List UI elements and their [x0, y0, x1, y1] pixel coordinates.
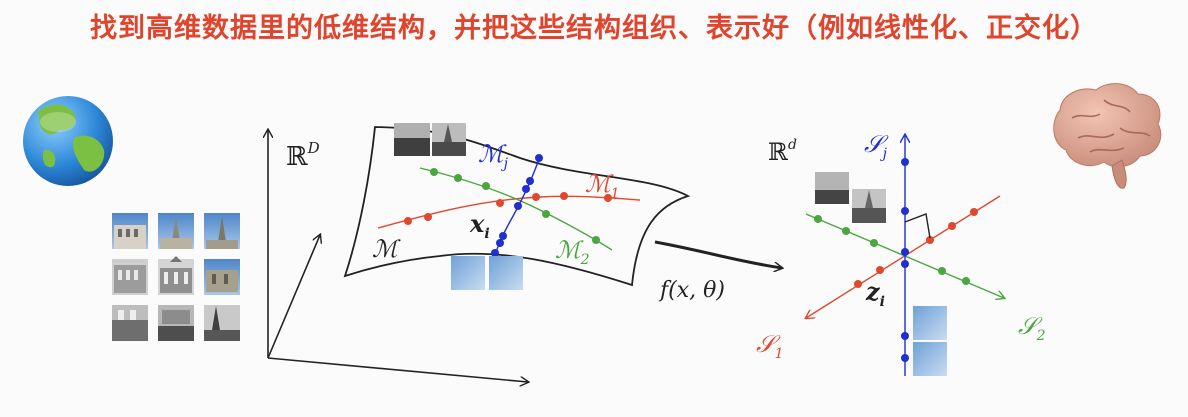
subspace-s1-point	[876, 266, 884, 274]
point-x-label: xi	[469, 209, 490, 242]
curve-m1-point	[496, 199, 504, 207]
thumbnail	[158, 256, 194, 295]
thumbnail	[204, 305, 240, 341]
mapping-arrow	[655, 242, 782, 268]
curve-m1-point	[424, 213, 432, 221]
manifold-thumbnails-top	[394, 123, 466, 156]
curve-m2-point	[542, 210, 550, 218]
mapping-label: f(x, θ)	[658, 278, 725, 303]
subspace-s1-point	[970, 208, 978, 216]
subspace-s2-point	[870, 239, 878, 247]
subspace-s2-point	[938, 267, 946, 275]
manifold-m1-label: ℳ1	[585, 170, 620, 202]
subspace-s1-label: 𝒮1	[756, 330, 784, 362]
curve-mj-point	[496, 239, 504, 247]
curve-m2-point	[454, 174, 462, 182]
manifold-thumbnails-bottom	[451, 256, 523, 290]
point-z-label: zi	[865, 277, 885, 310]
curve-m2-point	[482, 182, 490, 190]
subspace-sj-point	[901, 207, 909, 215]
curve-mj-point	[522, 185, 530, 193]
curve-m1-point	[532, 193, 540, 201]
subspace-sj-point	[901, 158, 909, 166]
subspace-thumbnails-top	[815, 172, 886, 223]
curve-mj-point	[514, 202, 522, 210]
subspace-sj-label: 𝒮j	[864, 130, 889, 162]
subspace-s2-point	[814, 215, 822, 223]
curve-mj-point	[535, 154, 543, 162]
curve-m2-point	[430, 168, 438, 176]
low-dim-space-label: ℝd	[768, 137, 797, 166]
right-angle-marker	[905, 214, 930, 238]
thumbnail	[158, 213, 194, 249]
thumbnail	[158, 305, 194, 341]
curve-mj-point	[491, 249, 499, 257]
image-grid	[112, 213, 240, 341]
subspace-s2-point	[962, 277, 970, 285]
brain-icon	[1054, 84, 1161, 189]
subspace-thumbnails-bottom	[913, 306, 947, 376]
subspace-s2-label: 𝒮2	[1018, 312, 1046, 344]
curve-mj-point	[499, 232, 507, 240]
subspace-s2-point	[842, 227, 850, 235]
manifold-mj-label: ℳj	[478, 140, 509, 172]
manifold-label: ℳ	[372, 235, 401, 263]
thumbnail	[204, 213, 240, 249]
subspace-sj-point	[901, 354, 909, 362]
subspace-sj-point	[901, 260, 909, 268]
earth-globe-icon	[23, 96, 113, 186]
curve-m1-point	[404, 217, 412, 225]
subspace-s1-point	[854, 280, 862, 288]
subspace-s1-point	[948, 222, 956, 230]
thumbnail	[112, 259, 148, 295]
curve-m2-point	[592, 236, 600, 244]
subspace-sj-point	[901, 248, 909, 256]
thumbnail	[204, 259, 240, 295]
manifold-m2-label: ℳ2	[555, 236, 590, 268]
thumbnail	[112, 305, 148, 341]
subspace-sj-point	[901, 332, 909, 340]
high-dim-space-label: ℝD	[286, 139, 320, 172]
thumbnail	[112, 213, 148, 249]
curve-m1-point	[560, 192, 568, 200]
curve-mj-point	[526, 177, 534, 185]
